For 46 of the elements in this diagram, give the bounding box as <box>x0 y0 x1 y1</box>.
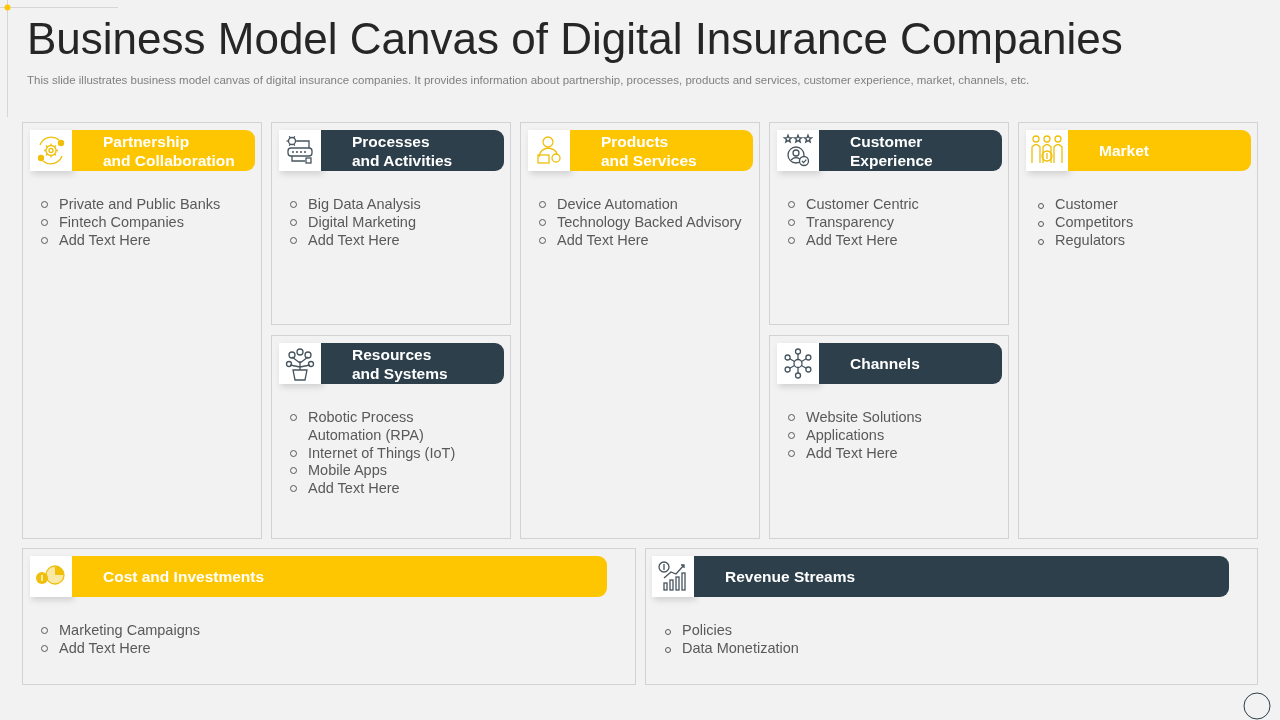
list-item: Add Text Here <box>536 231 746 250</box>
list-item: Mobile Apps <box>287 462 473 481</box>
section-heading: Channels <box>819 343 1002 384</box>
section-heading: Resources and Systems <box>321 343 504 384</box>
canvas-block <box>271 122 511 325</box>
list-item: Digital Marketing <box>287 213 497 232</box>
list-item: Data Monetization <box>661 639 1244 658</box>
list-item: Add Text Here <box>287 231 497 250</box>
list-item: Add Text Here <box>785 231 995 250</box>
section-heading: Market <box>1068 130 1251 171</box>
canvas-block <box>271 335 511 539</box>
list-item: Technology Backed Advisory <box>536 213 746 232</box>
list-item: Robotic Process Automation (RPA) <box>287 409 473 445</box>
list-item: Website Solutions <box>785 409 995 427</box>
list-item: Fintech Companies <box>38 213 248 232</box>
section-heading: Partnership and Collaboration <box>72 130 255 171</box>
list-item: Customer Centric <box>785 196 995 214</box>
list-item: Customer <box>1034 196 1244 214</box>
slide-description: This slide illustrates business model canvas of digital insurance companies. It provides information about partnership, processes, products and services, customer experience, market, channels, etc. <box>27 73 1030 87</box>
list-item: Regulators <box>1034 231 1244 250</box>
list-item: Add Text Here <box>287 480 473 498</box>
list-item: Add Text Here <box>38 231 248 250</box>
list-item: Private and Public Banks <box>38 196 248 214</box>
canvas-block <box>769 122 1009 325</box>
canvas-block <box>769 335 1009 539</box>
canvas-block <box>645 548 1258 685</box>
canvas-block <box>22 122 262 539</box>
section-heading: Revenue Streams <box>694 556 1229 597</box>
section-heading: Processes and Activities <box>321 130 504 171</box>
section-heading: Customer Experience <box>819 130 1002 171</box>
list-item: Internet of Things (IoT) <box>287 444 473 463</box>
list-item: Big Data Analysis <box>287 196 497 214</box>
list-item: Applications <box>785 426 995 445</box>
list-item: Transparency <box>785 213 995 232</box>
section-heading: Products and Services <box>570 130 753 171</box>
canvas-block <box>22 548 636 685</box>
list-item: Device Automation <box>536 196 746 214</box>
list-item: Add Text Here <box>38 639 622 658</box>
section-heading: Cost and Investments <box>72 556 607 597</box>
list-item: Marketing Campaigns <box>38 622 622 640</box>
canvas-block <box>1018 122 1258 539</box>
canvas-block <box>520 122 760 539</box>
list-item: Policies <box>661 622 1244 640</box>
list-item: Competitors <box>1034 213 1244 232</box>
list-item: Add Text Here <box>785 444 995 463</box>
slide-title: Business Model Canvas of Digital Insurance Companies <box>27 14 1123 64</box>
